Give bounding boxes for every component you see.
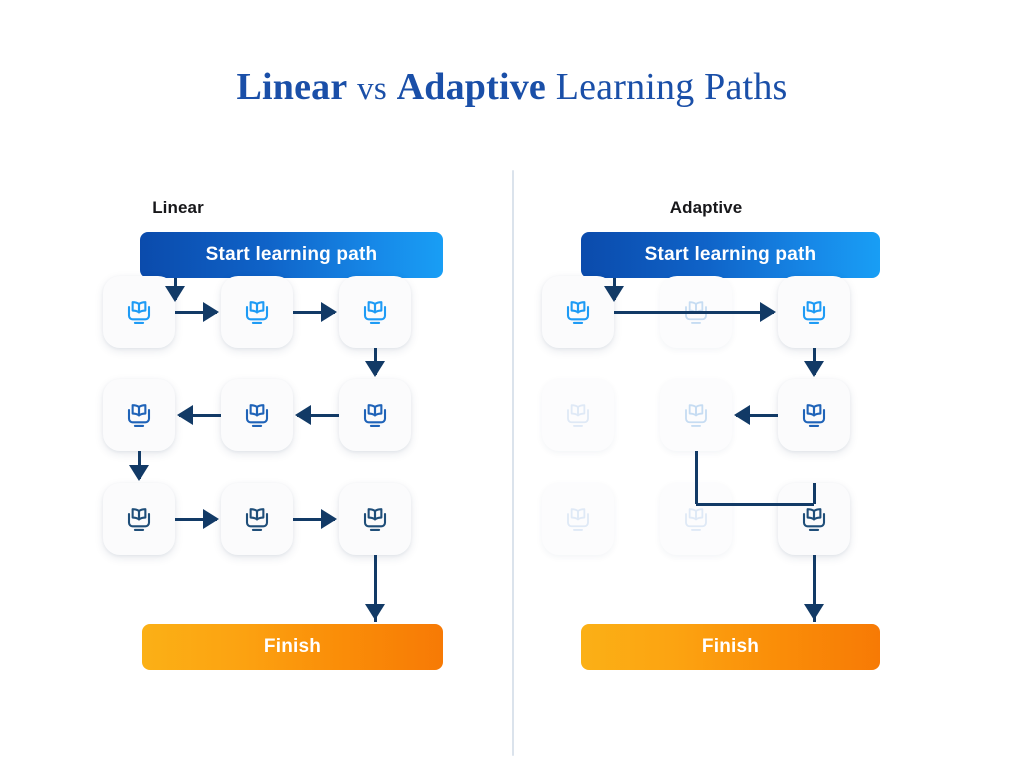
linear-conn-r1-a [297, 413, 339, 417]
node-linear-r1c0-active[interactable] [103, 379, 175, 451]
adaptive-conn-skip-row0 [614, 310, 774, 314]
node-adaptive-r1c0-skipped[interactable] [542, 379, 614, 451]
title-part-adaptive: Adaptive [396, 66, 546, 108]
node-adaptive-r1c2-active[interactable] [778, 379, 850, 451]
linear-arrow-finish [365, 604, 385, 620]
node-adaptive-r0c0-active[interactable] [542, 276, 614, 348]
linear-conn-r2-b [293, 517, 335, 521]
panel-label-linear: Linear [152, 198, 204, 217]
linear-arrow-start-down [165, 286, 185, 302]
adaptive-conn-r1-left [736, 413, 778, 417]
node-adaptive-r0c2-active[interactable] [778, 276, 850, 348]
book-on-screen-icon [567, 404, 589, 427]
book-on-screen-icon [685, 508, 707, 531]
adaptive-start-label: Start learning path [644, 244, 817, 265]
linear-conn-r2-a [175, 517, 217, 521]
book-on-screen-icon [802, 404, 826, 427]
book-on-screen-icon [127, 301, 151, 324]
linear-arrow-r0-a [203, 302, 219, 322]
node-linear-r1c1-active[interactable] [221, 379, 293, 451]
book-on-screen-icon [566, 301, 590, 324]
node-adaptive-r2c0-skipped[interactable] [542, 483, 614, 555]
linear-finish-bar[interactable]: Finish [142, 624, 443, 670]
adaptive-start-bar[interactable]: Start learning path [581, 232, 880, 278]
panel-label-adaptive: Adaptive [669, 198, 743, 217]
title-part-linear: Linear [236, 66, 348, 108]
linear-arrow-down-1 [365, 361, 385, 377]
node-linear-r2c2-active[interactable] [339, 483, 411, 555]
book-on-screen-icon [245, 508, 269, 531]
linear-arrow-r1-a [295, 405, 311, 425]
linear-arrow-r2-a [203, 509, 219, 529]
node-adaptive-r1c1-skipped[interactable] [660, 379, 732, 451]
node-linear-r2c1-active[interactable] [221, 483, 293, 555]
panel-adaptive: Adaptive Start learning path Finish [512, 0, 1024, 783]
adaptive-conn-elbow-down [694, 451, 698, 504]
panel-linear: Linear Start learning path Finish [140, 198, 443, 670]
linear-conn-r1-b [179, 413, 221, 417]
book-on-screen-icon [802, 301, 826, 324]
book-on-screen-icon [245, 301, 269, 324]
book-on-screen-icon [363, 301, 387, 324]
book-on-screen-icon [127, 404, 151, 427]
linear-conn-finish [373, 555, 377, 622]
adaptive-finish-label: Finish [701, 636, 760, 657]
adaptive-arrow-start-down [604, 286, 624, 302]
linear-start-label: Start learning path [205, 244, 378, 265]
adaptive-conn-finish [812, 555, 816, 622]
linear-conn-r0-a [175, 310, 217, 314]
linear-arrow-r0-b [321, 302, 337, 322]
adaptive-conn-elbow-into-node [812, 483, 816, 504]
book-on-screen-icon [245, 404, 269, 427]
linear-arrow-r1-b [177, 405, 193, 425]
node-linear-r1c2-active[interactable] [339, 379, 411, 451]
node-linear-r0c0-active[interactable] [103, 276, 175, 348]
book-on-screen-icon [363, 508, 387, 531]
node-linear-r2c0-active[interactable] [103, 483, 175, 555]
linear-arrow-r2-b [321, 509, 337, 529]
panel-divider [512, 170, 514, 756]
adaptive-arrow-skip-row0 [760, 302, 776, 322]
linear-finish-label: Finish [263, 636, 322, 657]
adaptive-arrow-down-1 [804, 361, 824, 377]
linear-conn-r0-b [293, 310, 335, 314]
linear-arrow-down-2 [129, 465, 149, 481]
book-on-screen-icon [363, 404, 387, 427]
title-part-vs: vs [357, 71, 387, 107]
book-on-screen-icon [127, 508, 151, 531]
adaptive-arrow-r1-left [734, 405, 750, 425]
page-title: Linear vs Adaptive Learning Paths [0, 62, 1024, 114]
node-linear-r0c2-active[interactable] [339, 276, 411, 348]
book-on-screen-icon [802, 508, 826, 531]
adaptive-conn-elbow-across [696, 502, 814, 506]
adaptive-arrow-finish [804, 604, 824, 620]
book-on-screen-icon [685, 404, 707, 427]
book-on-screen-icon [567, 508, 589, 531]
title-part-suffix: Learning Paths [555, 66, 788, 108]
adaptive-finish-bar[interactable]: Finish [581, 624, 880, 670]
node-linear-r0c1-active[interactable] [221, 276, 293, 348]
linear-start-bar[interactable]: Start learning path [140, 232, 443, 278]
